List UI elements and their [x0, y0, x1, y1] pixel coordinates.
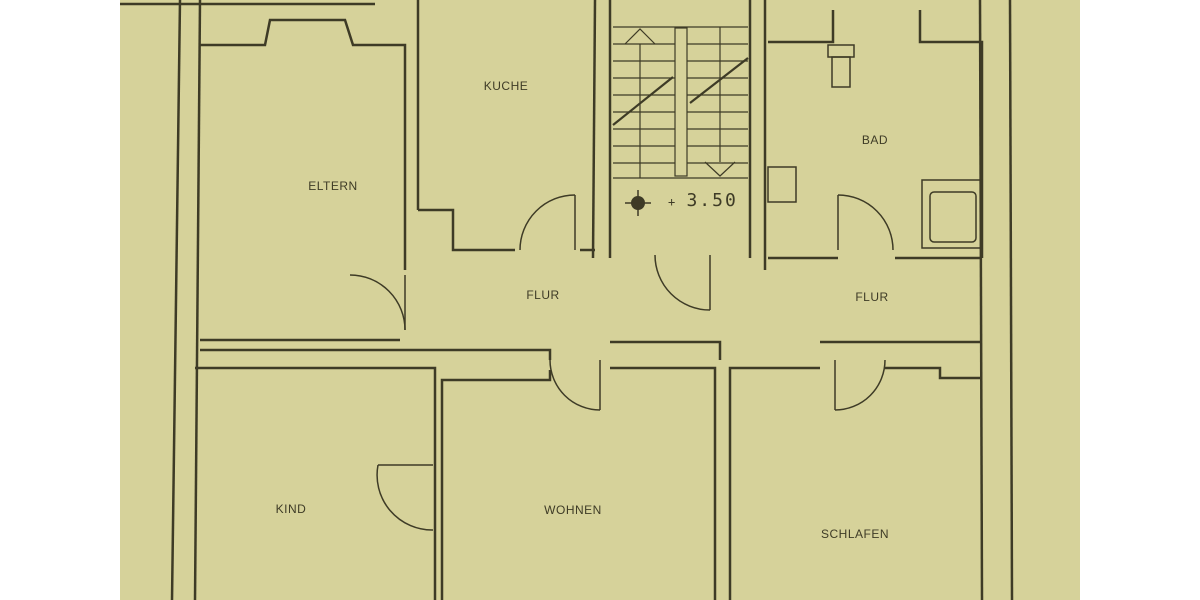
- room-label-schlafen: SCHLAFEN: [820, 527, 890, 541]
- washbasin-icon: [767, 166, 797, 203]
- room-label-kind: KIND: [275, 502, 307, 516]
- toilet-tank-icon: [827, 44, 855, 58]
- room-label-wohnen: WOHNEN: [544, 503, 602, 517]
- room-label-bad: BAD: [861, 133, 889, 147]
- floor-plan-drawing: [120, 0, 1014, 600]
- staircase-icon: [612, 26, 749, 179]
- elevation-number: 3.50: [686, 190, 738, 211]
- room-label-eltern: ELTERN: [308, 179, 358, 193]
- floor-plan: ELTERN KUCHE BAD FLUR FLUR KIND WOHNEN S…: [120, 0, 1080, 600]
- shower-tray-icon: [921, 179, 983, 249]
- elevation-marker-icon: [625, 190, 651, 216]
- room-label-flur-left: FLUR: [526, 288, 560, 302]
- room-label-flur-right: FLUR: [855, 290, 889, 304]
- room-label-kueche: KUCHE: [483, 79, 529, 93]
- elevation-value: + 3.50: [668, 190, 738, 211]
- toilet-icon: [831, 56, 851, 88]
